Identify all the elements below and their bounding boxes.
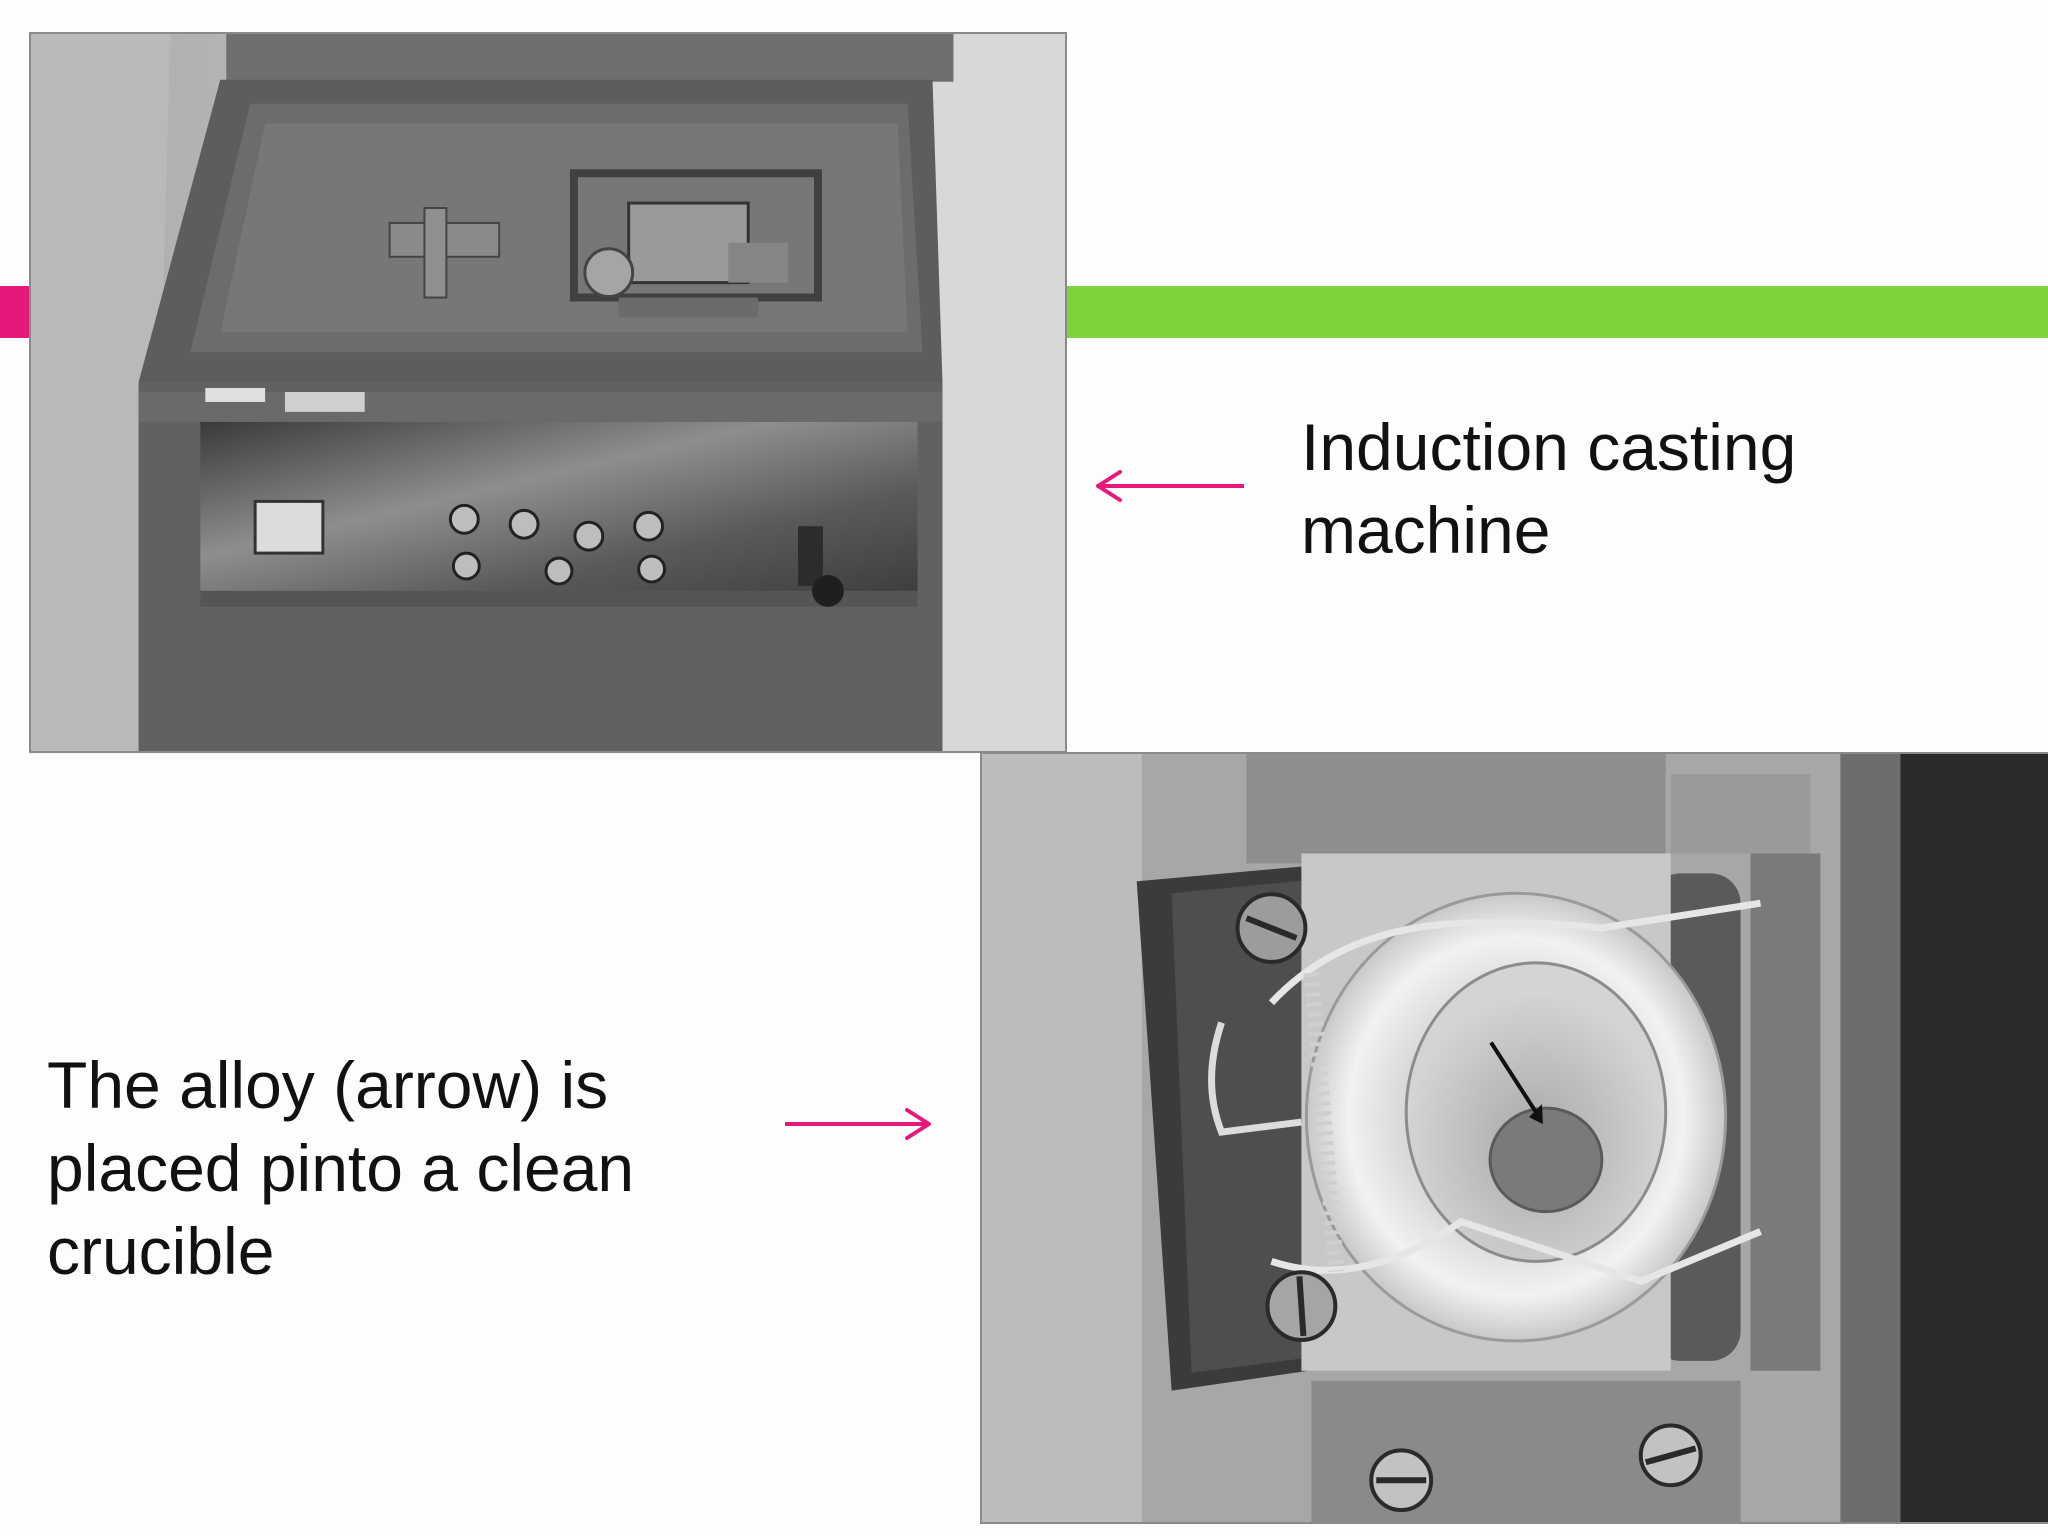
crucible-illustration <box>982 754 2048 1522</box>
casting-machine-illustration <box>31 34 1065 751</box>
crucible-caption-line: crucible <box>47 1214 275 1288</box>
machine-caption-line: Induction casting <box>1301 410 1797 484</box>
right-arrow-icon <box>785 1108 931 1140</box>
machine-caption: Induction casting machine <box>1301 406 1796 572</box>
left-arrow-icon <box>1096 470 1244 502</box>
crucible-caption-line: placed pinto a clean <box>47 1131 635 1205</box>
induction-casting-machine-photo <box>29 32 1067 753</box>
crucible-with-alloy-photo <box>980 752 2048 1524</box>
machine-caption-line: machine <box>1301 493 1551 567</box>
green-accent-bar <box>1066 286 2048 338</box>
crucible-caption: The alloy (arrow) is placed pinto a clea… <box>47 1044 634 1293</box>
pink-accent-bar <box>0 286 32 338</box>
crucible-caption-line: The alloy (arrow) is <box>47 1048 609 1122</box>
